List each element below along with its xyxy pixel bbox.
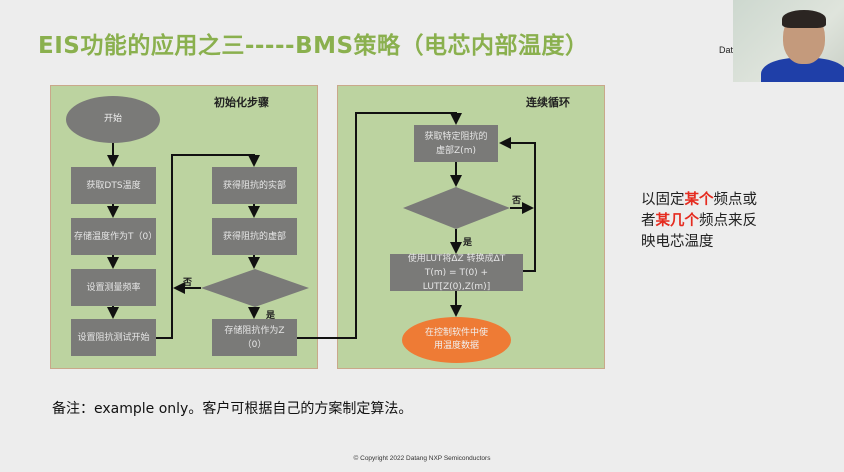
- side-note-text-2: 频点或者: [641, 192, 757, 229]
- step-store-impedance: 存储阻抗作为Z（0）: [212, 319, 297, 356]
- side-note-text-1: 以固定: [641, 192, 685, 208]
- step-start-impedance-test: 设置阻抗测试开始: [71, 319, 156, 356]
- step-lut-convert: 使用LUT将ΔZ 转换成ΔT T(m) = T(0) + LUT[Z(0),Z(…: [390, 253, 523, 292]
- webcam-video: [733, 0, 844, 82]
- step-get-dts-temp: 获取DTS温度: [71, 167, 156, 204]
- presenter-hair: [782, 10, 826, 28]
- start-ellipse: 开始: [66, 96, 160, 143]
- step-get-imag-part: 获得阻抗的虚部: [212, 218, 297, 255]
- loop-yes-label: 是: [463, 238, 473, 248]
- step-get-real-part: 获得阻抗的实部: [212, 167, 297, 204]
- webcam-name-label: Dat: [719, 45, 734, 55]
- copyright-footer: © Copyright 2022 Datang NXP Semiconducto…: [353, 455, 491, 462]
- end-ellipse: 在控制软件中使用温度数据: [402, 317, 511, 363]
- init-no-label: 否: [183, 278, 193, 288]
- loop-no-label: 否: [512, 196, 522, 206]
- lut-line-2: T(m) = T(0) + LUT[Z(0),Z(m)]: [422, 267, 491, 292]
- step-store-temp: 存储温度作为T（0）: [71, 218, 157, 255]
- side-note-text-3: 频点来反映电芯温度: [641, 213, 757, 250]
- loop-panel-title: 连续循环: [526, 96, 570, 109]
- start-label: 开始: [103, 114, 122, 124]
- slide-title: EIS功能的应用之三-----BMS策略（电芯内部温度）: [38, 33, 589, 59]
- step-set-frequency: 设置测量频率: [71, 269, 156, 306]
- side-note-highlight-2: 某几个: [655, 213, 700, 229]
- end-label: 在控制软件中使用温度数据: [424, 328, 488, 351]
- remark-note: 备注：example only。客户可根据自己的方案制定算法。: [52, 401, 413, 417]
- step-get-imag-zm: 获取特定阻抗的虚部Z(m): [414, 125, 498, 162]
- lut-line-1: 使用LUT将ΔZ 转换成ΔT: [407, 253, 506, 264]
- side-note: 以固定某个频点或者某几个频点来反映电芯温度: [641, 190, 771, 253]
- loop-decision-label: 数据更新?: [435, 204, 477, 215]
- init-decision-label: 数据更新?: [234, 284, 276, 295]
- init-panel-title: 初始化步骤: [214, 96, 269, 109]
- side-note-highlight-1: 某个: [684, 192, 714, 208]
- init-yes-label: 是: [266, 311, 276, 321]
